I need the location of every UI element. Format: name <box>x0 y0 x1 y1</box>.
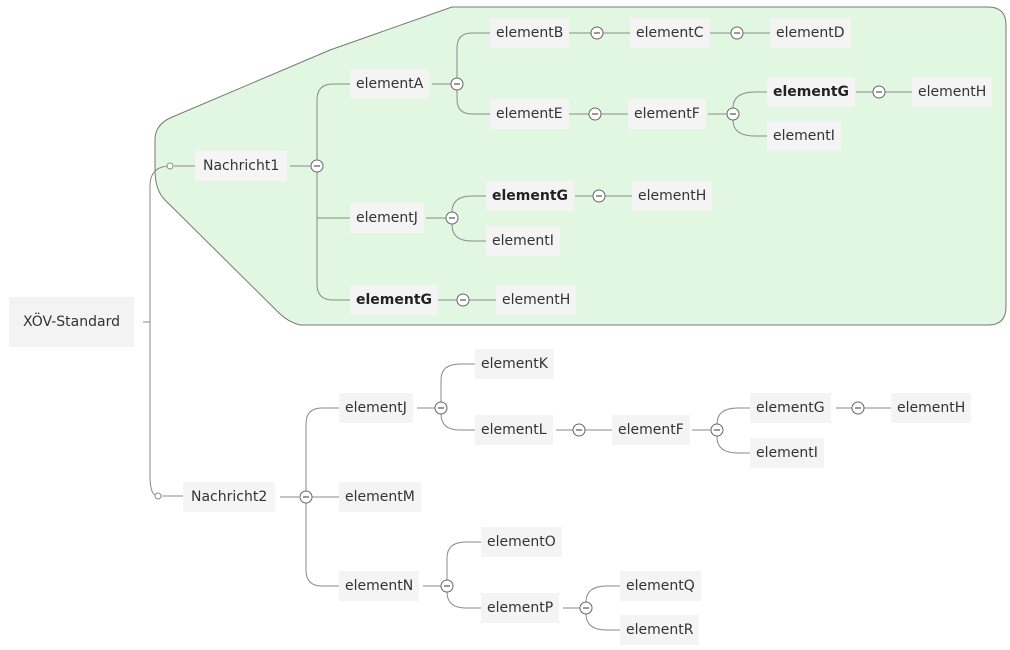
topic-elementP[interactable]: elementP <box>481 593 560 623</box>
topic-elementJ[interactable]: elementJ <box>350 203 424 233</box>
topic-elementE[interactable]: elementE <box>490 99 569 129</box>
topic-elementG[interactable]: elementG <box>750 393 831 423</box>
topic-elementH[interactable]: elementH <box>912 77 993 107</box>
topic-nachricht2[interactable]: Nachricht2 <box>183 482 276 512</box>
topic-elementI[interactable]: elementI <box>486 226 560 256</box>
topic-elementJ[interactable]: elementJ <box>339 393 413 423</box>
topic-elementG[interactable]: elementG <box>350 285 439 315</box>
topic-elementI[interactable]: elementI <box>767 121 841 151</box>
topic-elementH[interactable]: elementH <box>632 181 713 211</box>
topic-elementH[interactable]: elementH <box>496 285 577 315</box>
topic-elementG[interactable]: elementG <box>486 181 575 211</box>
connector-dot <box>154 492 162 500</box>
topic-elementB[interactable]: elementB <box>490 18 570 48</box>
topic-elementC[interactable]: elementC <box>630 18 710 48</box>
root-topic[interactable]: XÖV-Standard <box>9 297 134 347</box>
topic-elementG[interactable]: elementG <box>767 77 856 107</box>
topic-elementQ[interactable]: elementQ <box>620 571 701 601</box>
topic-elementM[interactable]: elementM <box>339 482 421 512</box>
topic-elementL[interactable]: elementL <box>475 415 553 445</box>
topic-elementR[interactable]: elementR <box>620 615 700 645</box>
topic-elementF[interactable]: elementF <box>612 415 690 445</box>
topic-elementK[interactable]: elementK <box>475 349 554 379</box>
topic-elementD[interactable]: elementD <box>770 18 851 48</box>
topic-elementI[interactable]: elementI <box>750 438 824 468</box>
topic-elementF[interactable]: elementF <box>628 99 706 129</box>
topic-elementH[interactable]: elementH <box>891 393 972 423</box>
topic-elementO[interactable]: elementO <box>481 527 562 557</box>
topic-nachricht1[interactable]: Nachricht1 <box>195 151 288 181</box>
topic-elementA[interactable]: elementA <box>350 69 430 99</box>
topic-elementN[interactable]: elementN <box>339 571 420 601</box>
connector-dot <box>166 162 174 170</box>
